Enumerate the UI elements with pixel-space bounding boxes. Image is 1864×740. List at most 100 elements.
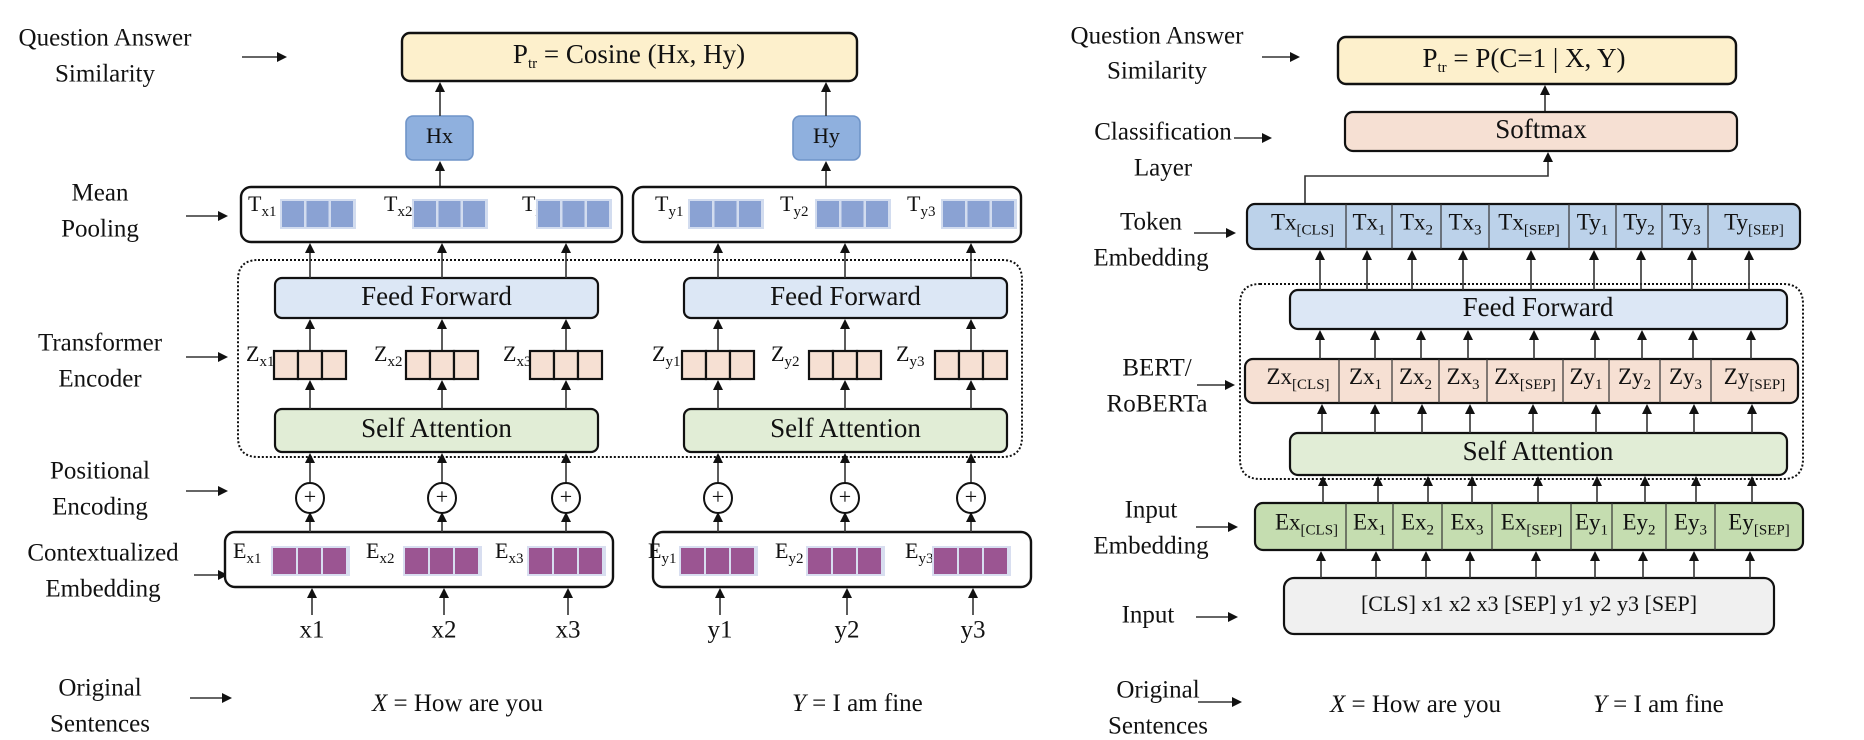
sentence-x: X = How are you <box>371 690 544 717</box>
contextual-state-row-cell: Zy3 <box>1669 364 1702 393</box>
embedding-vector-cell <box>706 548 729 574</box>
token-embedding-row-cell-main: Ty <box>1724 210 1748 235</box>
token-vector-cell <box>306 201 329 227</box>
token-embedding-row-cell-subscript: 3 <box>1474 223 1482 239</box>
token-embedding-row-cell: Tx3 <box>1448 210 1481 239</box>
input-embedding-row-cell: Ex1 <box>1353 510 1386 539</box>
plus-sign: + <box>712 484 724 509</box>
label-positional-encoding-line: Encoding <box>52 494 148 521</box>
self-attention-label: Self Attention <box>1463 436 1614 466</box>
z-label-y1: Zy1 <box>652 341 680 370</box>
input-embedding-row-cell-main: Ey <box>1674 510 1700 535</box>
embedding-label-x3-subscript: x3 <box>508 551 523 567</box>
token-label-x1: Tx1 <box>248 191 276 220</box>
input-embedding-row-cell-subscript: [CLS] <box>1301 523 1339 539</box>
input-token-x1: x1 <box>300 617 325 644</box>
label-bert-roberta-line: RoBERTa <box>1107 391 1208 418</box>
contextual-state-row-cell-subscript: [SEP] <box>1749 377 1785 393</box>
token-vector-cell <box>943 201 965 227</box>
label-original-sentences-line: Sentences <box>50 711 150 738</box>
plus-sign: + <box>436 484 448 509</box>
z-label-x1-main: Z <box>246 341 259 366</box>
sentence-x-variable: X <box>371 690 389 717</box>
token-embedding-row-cell: Ty3 <box>1669 210 1700 239</box>
label-classification-layer-line: Classification <box>1094 119 1232 146</box>
token-vector-cell <box>587 201 609 227</box>
z-label-x3: Zx3 <box>503 341 531 370</box>
contextual-state-row-cell: Zx[CLS] <box>1266 364 1329 393</box>
cls-to-softmax-arrow <box>1304 152 1553 204</box>
input-embedding-row-cell: Ey2 <box>1622 510 1655 539</box>
contextual-state-row-cell: Zy2 <box>1618 364 1651 393</box>
probability-formula-rest: = P(C=1 | X, Y) <box>1447 43 1626 73</box>
z-label-y3-main: Z <box>896 341 909 366</box>
label-original-sentences-line: Sentences <box>1108 713 1208 740</box>
z-vector-cell <box>576 349 604 381</box>
token-vector-cell <box>438 201 461 227</box>
embedding-label-y3-subscript: y3 <box>918 551 933 567</box>
input-token-x3: x3 <box>556 617 581 644</box>
z-vector-cell <box>981 349 1009 381</box>
cosine-similarity-box <box>400 31 859 83</box>
z-vector-cell <box>528 349 556 381</box>
contextual-state-row-cell-main: Zy <box>1724 364 1750 389</box>
contextual-state-row-cell-main: Zy <box>1669 364 1695 389</box>
z-label-y2: Zy2 <box>771 341 799 370</box>
label-question-answer-similarity-line: Similarity <box>55 61 156 88</box>
input-embedding-row-cell-subscript: 2 <box>1427 523 1435 539</box>
input-embedding-row-cell: Ex3 <box>1450 510 1483 539</box>
input-token-y3: y3 <box>961 617 986 644</box>
feed-forward-box <box>1288 288 1789 331</box>
input-embedding-row-cell-subscript: 3 <box>1476 523 1484 539</box>
label-token-embedding-line: Embedding <box>1093 245 1209 272</box>
token-vector-cell <box>414 201 436 227</box>
token-embedding-row-cell: Tx2 <box>1400 210 1433 239</box>
input-embedding-row-cell-subscript: 2 <box>1648 523 1656 539</box>
input-sequence-text: [CLS] x1 x2 x3 [SEP] y1 y2 y3 [SEP] <box>1361 591 1697 616</box>
cross-encoder-diagram: Question AnswerSimilarityClassificationL… <box>1071 23 1805 740</box>
label-positional-encoding-line: Positional <box>50 458 150 485</box>
embedding-label-x1-subscript: x1 <box>246 551 261 567</box>
token-embedding-row-cell-subscript: 1 <box>1601 223 1609 239</box>
embedding-label-y2-main: E <box>775 538 788 563</box>
positional-add-icon: + <box>703 482 733 514</box>
embedding-vector-cell <box>833 548 856 574</box>
embedding-vector-cell <box>298 548 321 574</box>
token-embedding-row-cell-subscript: [CLS] <box>1297 223 1335 239</box>
classification-probability-box <box>1336 35 1738 86</box>
input-embedding-row-cell: Ey[SEP] <box>1728 510 1789 539</box>
token-vector-cell <box>739 201 761 227</box>
token-embedding-row-cell: Ty2 <box>1623 210 1654 239</box>
z-vector-cell <box>296 349 324 381</box>
self-attention-label: Self Attention <box>361 413 512 443</box>
z-label-y3-subscript: y3 <box>909 354 924 370</box>
token-vector-cell <box>331 201 353 227</box>
label-question-answer-similarity-line: Question Answer <box>1071 23 1245 50</box>
token-vector-cell <box>562 201 585 227</box>
token-label-y2-subscript: y2 <box>793 204 808 220</box>
embedding-label-y1-subscript: y1 <box>661 551 676 567</box>
z-vector-cell <box>404 349 432 381</box>
label-original-sentences-line: Original <box>1116 677 1199 704</box>
sentence-x: X = How are you <box>1329 691 1502 718</box>
label-mean-pooling-line: Pooling <box>61 216 139 243</box>
input-embedding-row-cell-main: Ey <box>1622 510 1648 535</box>
positional-add-icon: + <box>427 482 457 514</box>
token-embedding-row-cell-subscript: 3 <box>1693 223 1701 239</box>
input-embedding-row-cell-subscript: 1 <box>1379 523 1387 539</box>
embedding-label-y2: Ey2 <box>775 538 803 567</box>
embedding-label-y1-main: E <box>648 538 661 563</box>
probability-formula: Ptr = P(C=1 | X, Y) <box>1422 43 1625 76</box>
token-embedding-row-cell-subscript: 2 <box>1647 223 1655 239</box>
token-label-y3-subscript: y3 <box>920 204 935 220</box>
token-label-y1-subscript: y1 <box>668 204 683 220</box>
plus-sign: + <box>839 484 851 509</box>
label-contextualized-embedding-line: Contextualized <box>27 540 179 567</box>
z-vector-cell <box>933 349 961 381</box>
contextual-state-row-cell-main: Zx <box>1494 364 1520 389</box>
cosine-formula-subscript: tr <box>528 56 537 72</box>
